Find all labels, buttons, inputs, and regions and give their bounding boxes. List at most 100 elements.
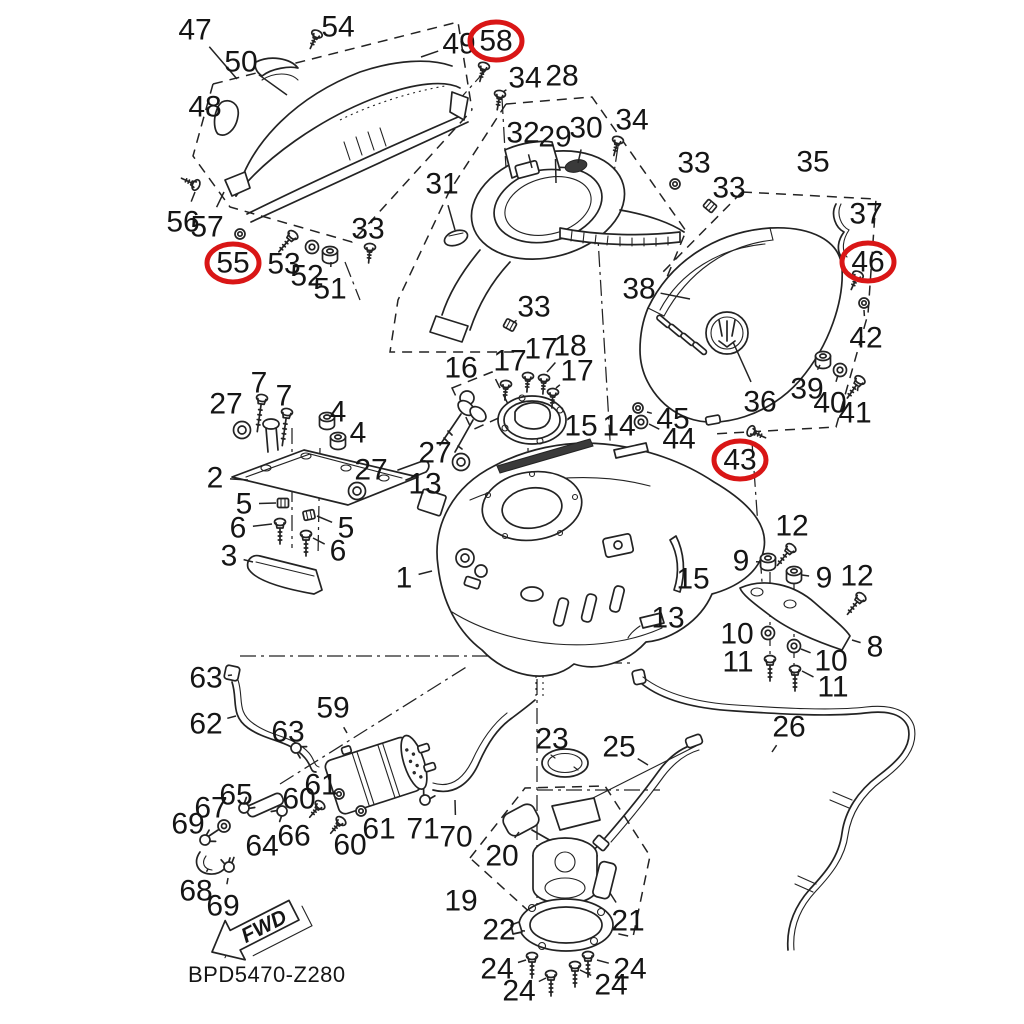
callout-19[interactable]: 19 xyxy=(444,885,477,918)
callout-69[interactable]: 69 xyxy=(206,877,240,923)
callout-51[interactable]: 51 xyxy=(313,261,347,306)
callout-44[interactable]: 44 xyxy=(648,423,696,456)
callout-2[interactable]: 2 xyxy=(207,462,249,495)
callout-29[interactable]: 29 xyxy=(538,121,572,184)
callout-56[interactable]: 56 xyxy=(166,191,200,239)
callout-17[interactable]: 17 xyxy=(555,355,594,389)
callout-61[interactable]: 61 xyxy=(362,813,395,846)
callout-38[interactable]: 38 xyxy=(622,273,691,306)
callout-30[interactable]: 30 xyxy=(569,112,603,164)
callout-31[interactable]: 31 xyxy=(425,168,459,231)
callout-5[interactable]: 5 xyxy=(316,512,354,545)
callout-20[interactable]: 20 xyxy=(485,831,520,873)
callout-12[interactable]: 12 xyxy=(775,510,808,543)
callout-10[interactable]: 10 xyxy=(800,645,848,678)
callout-71[interactable]: 71 xyxy=(406,813,439,846)
callout-11[interactable]: 11 xyxy=(722,646,753,679)
callout-34[interactable]: 34 xyxy=(615,104,648,137)
callout-59[interactable]: 59 xyxy=(316,692,350,734)
callout-18[interactable]: 18 xyxy=(546,330,587,373)
callout-11[interactable]: 11 xyxy=(801,670,849,704)
callout-24[interactable]: 24 xyxy=(502,975,547,1008)
callout-33[interactable]: 33 xyxy=(712,172,745,205)
callout-3[interactable]: 3 xyxy=(221,540,254,573)
callout-50[interactable]: 50 xyxy=(224,46,288,96)
callout-64[interactable]: 64 xyxy=(245,830,278,863)
callout-17[interactable]: 17 xyxy=(493,345,526,378)
part-number: 50 xyxy=(224,46,257,79)
callout-62[interactable]: 62 xyxy=(189,708,237,741)
callout-8[interactable]: 8 xyxy=(851,631,883,664)
callout-57[interactable]: 57 xyxy=(190,191,225,244)
callout-66[interactable]: 66 xyxy=(277,820,310,853)
callout-9[interactable]: 9 xyxy=(733,545,762,578)
callout-15[interactable]: 15 xyxy=(564,410,597,443)
callout-15[interactable]: 15 xyxy=(676,563,709,596)
callout-4[interactable]: 4 xyxy=(350,417,367,450)
callout-60[interactable]: 60 xyxy=(333,829,366,862)
callout-68[interactable]: 68 xyxy=(179,868,213,908)
callout-61[interactable]: 61 xyxy=(304,769,337,802)
callout-55[interactable]: 55 xyxy=(204,241,262,285)
callout-53[interactable]: 53 xyxy=(267,248,300,281)
leader-line xyxy=(227,715,237,720)
callout-23[interactable]: 23 xyxy=(535,723,568,756)
callout-25[interactable]: 25 xyxy=(602,731,649,766)
callout-32[interactable]: 32 xyxy=(506,117,540,169)
callout-14[interactable]: 14 xyxy=(602,410,635,443)
part-number: 3 xyxy=(221,540,238,573)
callout-52[interactable]: 52 xyxy=(290,260,323,293)
callout-27[interactable]: 27 xyxy=(418,437,451,470)
callout-16[interactable]: 16 xyxy=(444,352,477,385)
callout-12[interactable]: 12 xyxy=(840,560,873,593)
callout-54[interactable]: 54 xyxy=(321,11,354,44)
callout-26[interactable]: 26 xyxy=(771,711,806,753)
callout-35[interactable]: 35 xyxy=(796,146,829,179)
callout-4[interactable]: 4 xyxy=(330,396,347,429)
callout-1[interactable]: 1 xyxy=(396,562,433,595)
callout-24[interactable]: 24 xyxy=(579,969,628,1002)
callout-34[interactable]: 34 xyxy=(502,62,542,95)
callout-28[interactable]: 28 xyxy=(545,60,578,93)
callout-49[interactable]: 49 xyxy=(420,28,476,61)
callout-41[interactable]: 41 xyxy=(838,386,872,430)
callout-46[interactable]: 46 xyxy=(839,240,897,284)
callout-65[interactable]: 65 xyxy=(219,779,252,812)
callout-60[interactable]: 60 xyxy=(282,783,315,816)
callout-70[interactable]: 70 xyxy=(439,799,473,854)
callout-6[interactable]: 6 xyxy=(230,512,273,545)
callout-27[interactable]: 27 xyxy=(209,388,242,421)
callout-67[interactable]: 67 xyxy=(194,792,227,825)
callout-13[interactable]: 13 xyxy=(651,602,684,635)
callout-43[interactable]: 43 xyxy=(711,438,769,482)
callout-22[interactable]: 22 xyxy=(482,914,526,947)
callout-48[interactable]: 48 xyxy=(188,91,221,124)
callout-37[interactable]: 37 xyxy=(849,198,882,231)
callout-24[interactable]: 24 xyxy=(480,953,527,986)
callout-27[interactable]: 27 xyxy=(354,454,387,487)
callout-7[interactable]: 7 xyxy=(276,380,293,413)
callout-33[interactable]: 33 xyxy=(677,147,710,180)
callout-39[interactable]: 39 xyxy=(790,364,824,406)
callout-10[interactable]: 10 xyxy=(720,618,753,651)
callout-33[interactable]: 33 xyxy=(512,291,551,324)
callout-63[interactable]: 63 xyxy=(271,716,304,749)
part-number: 27 xyxy=(209,388,242,421)
callout-17[interactable]: 17 xyxy=(524,333,557,366)
callout-63[interactable]: 63 xyxy=(189,662,233,695)
callout-5[interactable]: 5 xyxy=(236,488,277,521)
callout-36[interactable]: 36 xyxy=(732,341,777,419)
callout-47[interactable]: 47 xyxy=(178,14,238,80)
callout-42[interactable]: 42 xyxy=(849,309,883,355)
callout-6[interactable]: 6 xyxy=(312,535,346,568)
callout-7[interactable]: 7 xyxy=(251,367,268,400)
callout-9[interactable]: 9 xyxy=(801,562,832,595)
callout-69[interactable]: 69 xyxy=(171,808,204,841)
callout-21[interactable]: 21 xyxy=(609,892,645,938)
callout-45[interactable]: 45 xyxy=(646,403,690,436)
callout-33[interactable]: 33 xyxy=(351,213,384,246)
callout-40[interactable]: 40 xyxy=(813,374,847,420)
callout-24[interactable]: 24 xyxy=(596,953,647,986)
callout-13[interactable]: 13 xyxy=(408,468,441,501)
callout-58[interactable]: 58 xyxy=(467,19,525,63)
